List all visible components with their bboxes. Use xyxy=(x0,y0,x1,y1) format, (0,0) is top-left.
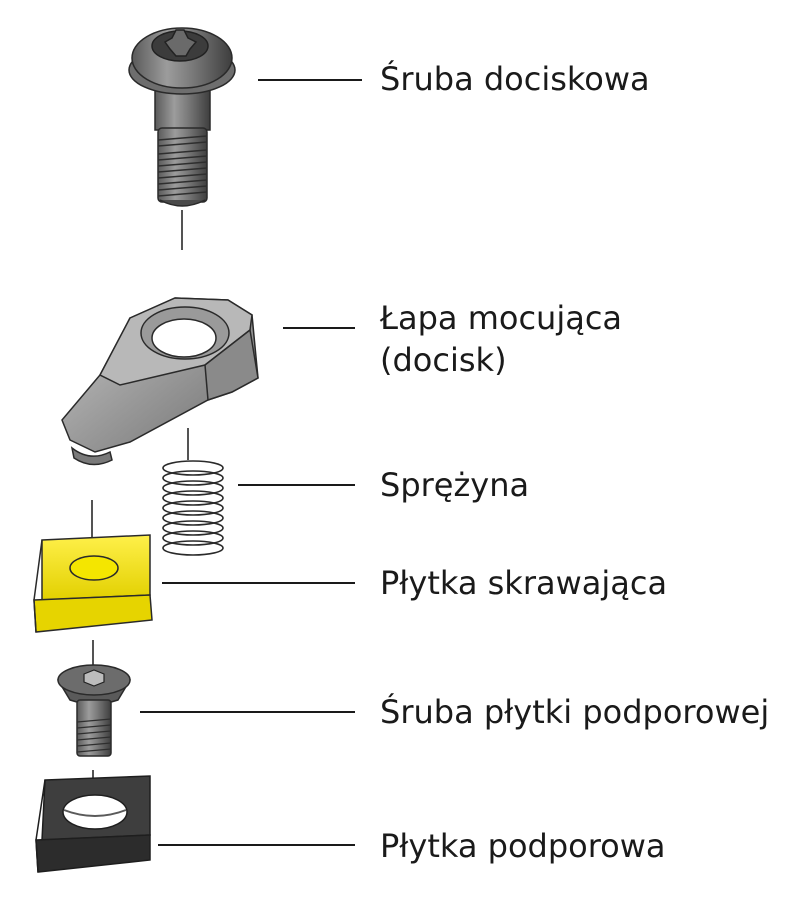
leader-lines xyxy=(140,79,362,846)
label-shim-screw: Śruba płytki podporowej xyxy=(380,693,770,731)
clamp-illustration xyxy=(61,297,259,466)
shim-screw-illustration xyxy=(56,664,132,757)
label-clamp: Łapa mocująca xyxy=(380,299,623,337)
shim-illustration xyxy=(35,775,151,873)
label-shim: Płytka podporowa xyxy=(380,827,666,865)
label-clamp-screw: Śruba dociskowa xyxy=(380,60,650,98)
clamp-screw-illustration xyxy=(128,27,236,207)
insert-illustration xyxy=(33,534,153,633)
label-spring: Sprężyna xyxy=(380,466,530,504)
spring-illustration xyxy=(162,460,224,556)
label-clamp-line2: (docisk) xyxy=(380,341,507,379)
label-insert: Płytka skrawająca xyxy=(380,564,668,602)
